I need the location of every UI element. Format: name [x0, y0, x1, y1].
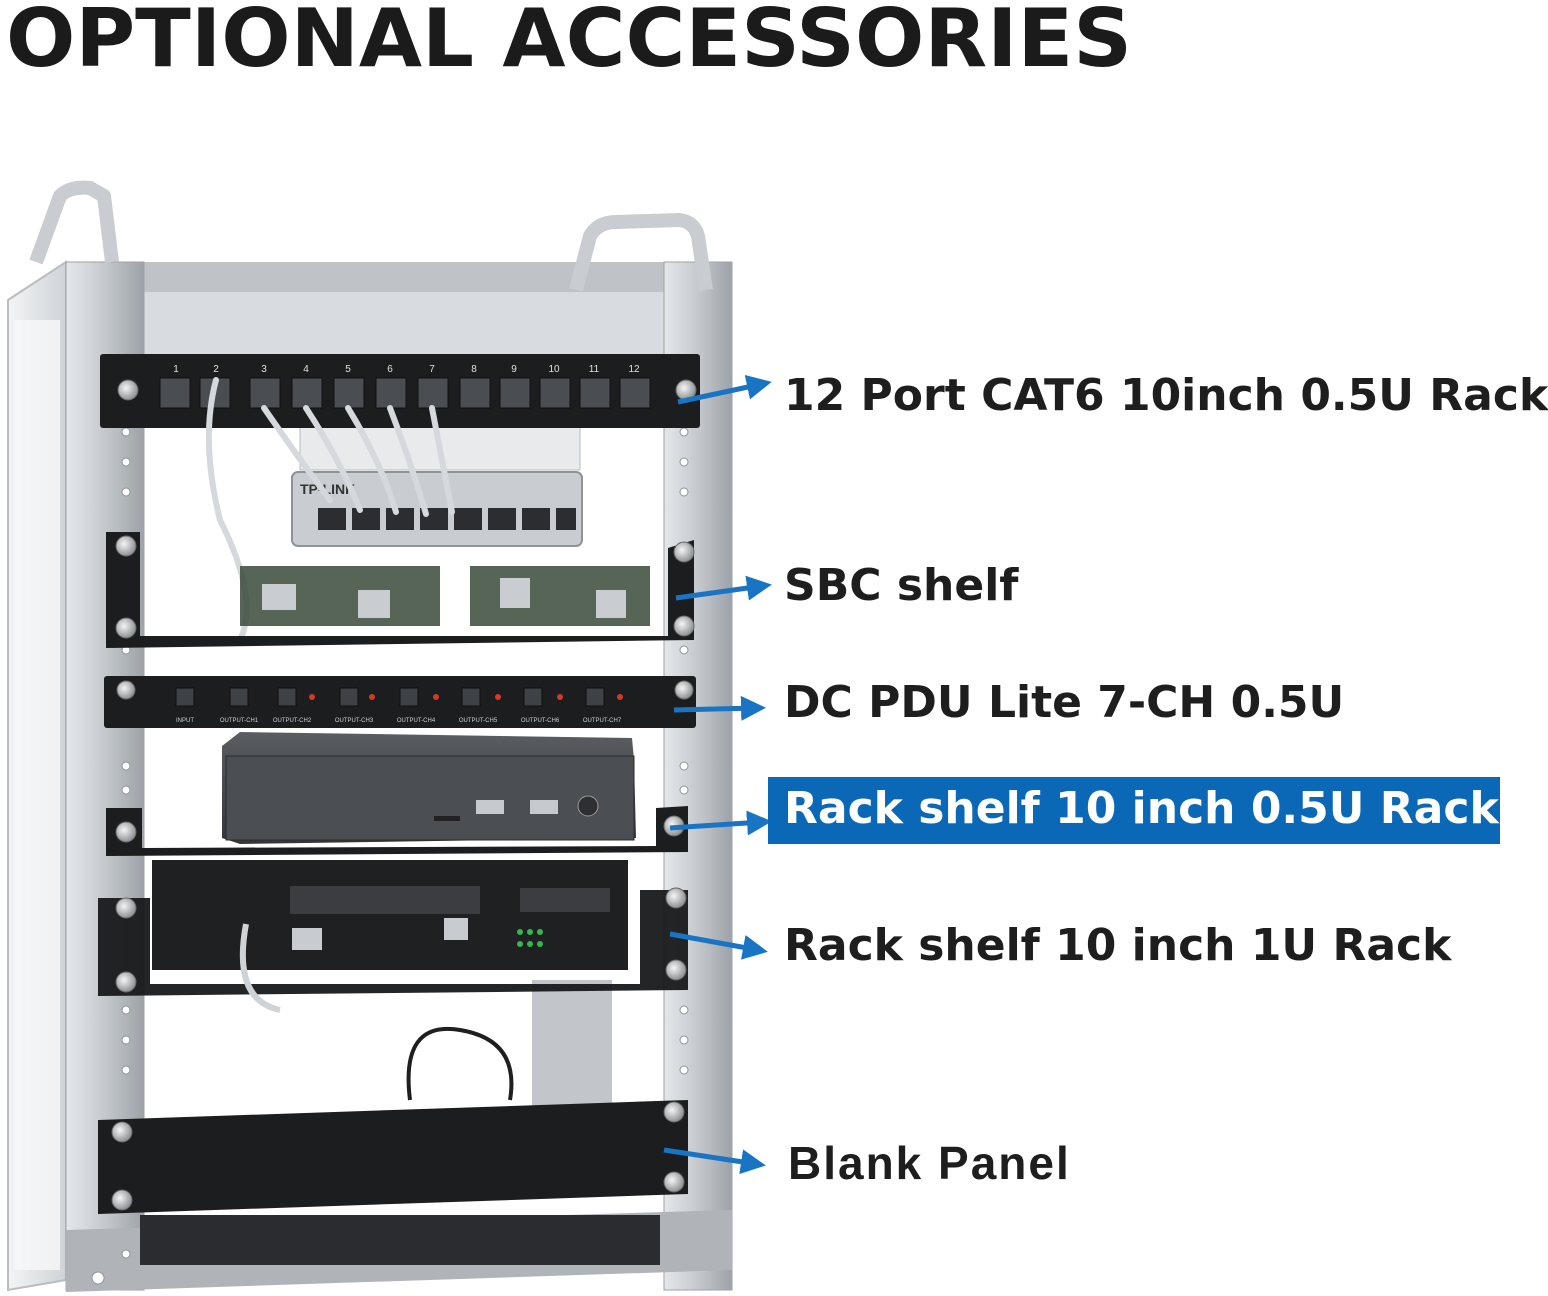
- pdu-port-label: OUTPUT-CH1: [220, 718, 259, 724]
- pdu-port-label: OUTPUT-CH6: [521, 718, 560, 724]
- mini-pc: [222, 732, 636, 844]
- arrow-icon: [677, 374, 772, 405]
- callout-rack-shelf-half-u: Rack shelf 10 inch 0.5U Rack: [768, 777, 1500, 844]
- port-number: 6: [387, 364, 393, 375]
- callout-blank-panel: Blank Panel: [788, 1137, 1071, 1189]
- port-number: 7: [429, 364, 435, 375]
- patch-panel-12-port: 1 2 3 4 5 6 7 8 9 10 11 12: [100, 354, 700, 643]
- rack-shelf-1u: [98, 860, 688, 1101]
- arrow-icon: [675, 575, 772, 601]
- dc-pdu: INPUT OUTPUT-CH1 OUTPUT-CH2 OUTPUT-CH3 O…: [104, 676, 696, 728]
- pdu-port-label: OUTPUT-CH2: [273, 718, 312, 724]
- arrow-icon: [669, 931, 768, 960]
- callout-rack-shelf-1u: Rack shelf 10 inch 1U Rack: [784, 920, 1452, 971]
- port-number: 2: [213, 364, 219, 375]
- port-number: 1: [173, 364, 179, 375]
- network-switch: TP-LINK: [291, 419, 583, 547]
- port-number: 8: [471, 364, 477, 375]
- port-number: 12: [628, 364, 640, 375]
- callout-patch-panel: 12 Port CAT6 10inch 0.5U Rack: [784, 370, 1548, 421]
- pdu-port-label: OUTPUT-CH4: [397, 718, 436, 724]
- pdu-port-label: OUTPUT-CH3: [335, 718, 374, 724]
- port-number: 10: [548, 364, 560, 375]
- rack-illustration: TP-LINK 1 2 3 4 5 6 7 8 9: [7, 180, 772, 1292]
- sbc-shelf: [106, 532, 695, 648]
- port-number: 11: [589, 364, 600, 375]
- callout-sbc-shelf: SBC shelf: [784, 560, 1019, 611]
- arrow-icon: [663, 1147, 766, 1175]
- pdu-port-label: OUTPUT-CH5: [459, 718, 498, 724]
- pdu-port-label: OUTPUT-CH7: [583, 718, 622, 724]
- page-title: OPTIONAL ACCESSORIES: [6, 0, 1133, 85]
- pdu-port-label: INPUT: [176, 718, 194, 724]
- switch-brand: TP-LINK: [300, 481, 355, 497]
- port-number: 3: [261, 364, 267, 375]
- callout-dc-pdu: DC PDU Lite 7-CH 0.5U: [784, 677, 1345, 728]
- arrow-icon: [673, 695, 766, 721]
- port-number: 5: [345, 364, 351, 375]
- arrow-icon: [669, 810, 772, 836]
- blank-panel: [98, 1100, 688, 1214]
- port-number: 9: [511, 364, 517, 375]
- port-number: 4: [303, 364, 309, 375]
